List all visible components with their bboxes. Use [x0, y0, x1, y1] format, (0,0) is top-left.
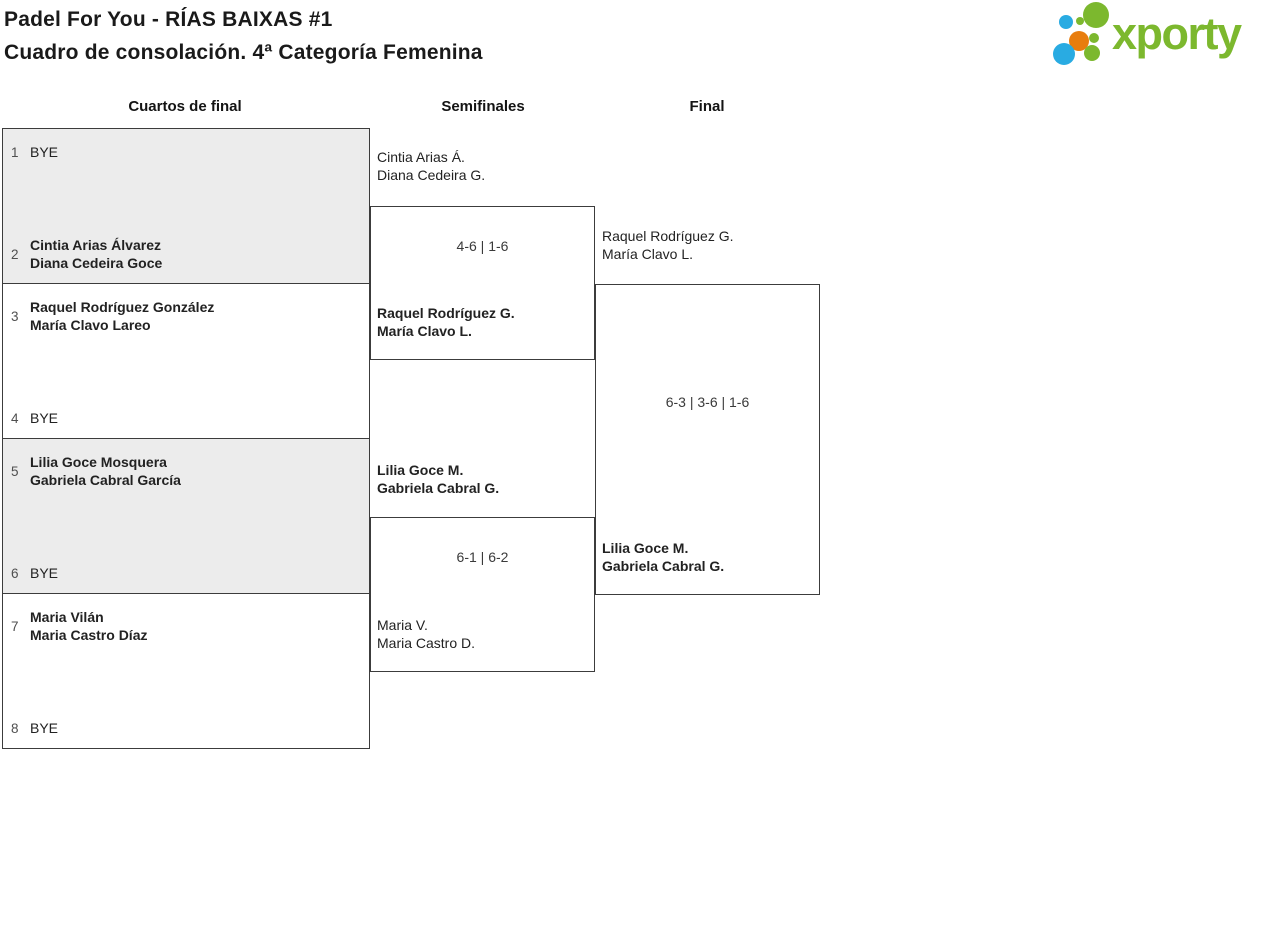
logo-dot-blue-large-icon [1053, 43, 1075, 65]
qf-match-2: 3 Raquel Rodríguez González María Clavo … [2, 283, 370, 439]
player-line: Gabriela Cabral García [30, 472, 181, 488]
player-line: Cintia Arias Álvarez [30, 237, 161, 253]
tournament-name: Padel For You - RÍAS BAIXAS #1 [4, 8, 333, 31]
xporty-logo-text: xporty [1112, 8, 1242, 59]
player-line: Raquel Rodríguez G. [377, 305, 515, 321]
round-header-cuartos-de-final: Cuartos de final [128, 98, 242, 115]
player-line: Gabriela Cabral G. [377, 480, 500, 496]
player-line: María Clavo L. [377, 323, 472, 339]
logo-dot-green-tiny-icon [1076, 17, 1084, 25]
bracket-subtitle: Cuadro de consolación. 4ª Categoría Feme… [4, 41, 483, 64]
player-line: Maria Vilán [30, 609, 104, 625]
player-line: Lilia Goce M. [602, 540, 689, 556]
team-entry: 5 Lilia Goce Mosquera Gabriela Cabral Ga… [11, 453, 361, 489]
sf2-bottom-team-label: Maria V. Maria Castro D. [377, 616, 475, 652]
seed-number: 3 [11, 308, 19, 324]
final-match [595, 284, 820, 595]
team-entry: 7 Maria Vilán Maria Castro Díaz [11, 608, 361, 644]
player-line: María Clavo Lareo [30, 317, 151, 333]
final-top-team-label: Raquel Rodríguez G. María Clavo L. [602, 227, 734, 263]
player-line: Maria Castro D. [377, 635, 476, 651]
final-match-score: 6-3 | 3-6 | 1-6 [665, 394, 750, 410]
logo-dot-green-small-icon [1089, 33, 1099, 43]
logo-dot-green-small2-icon [1084, 45, 1100, 61]
logo-dot-green-large-icon [1083, 2, 1109, 28]
team-name: BYE [30, 719, 58, 737]
player-line: BYE [30, 410, 59, 426]
team-name: Maria Vilán Maria Castro Díaz [30, 608, 147, 644]
player-line: Gabriela Cabral G. [602, 558, 725, 574]
player-line: Diana Cedeira Goce [30, 255, 163, 271]
sf-match-1 [370, 206, 595, 360]
bye-entry: 1 BYE [11, 143, 361, 161]
seed-number: 8 [11, 720, 19, 736]
final-bottom-team-label: Lilia Goce M. Gabriela Cabral G. [602, 539, 724, 575]
seed-number: 2 [11, 246, 19, 262]
seed-number: 6 [11, 565, 19, 581]
sf1-match-score: 4-6 | 1-6 [456, 238, 509, 254]
team-name: Lilia Goce Mosquera Gabriela Cabral Garc… [30, 453, 181, 489]
logo-dot-blue-small-icon [1059, 15, 1073, 29]
player-line: Lilia Goce M. [377, 462, 464, 478]
sf1-top-team-label: Cintia Arias Á. Diana Cedeira G. [377, 148, 485, 184]
player-line: Maria Castro Díaz [30, 627, 148, 643]
logo-dot-orange-icon [1069, 31, 1089, 51]
player-line: Diana Cedeira G. [377, 167, 486, 183]
page-title: Padel For You - RÍAS BAIXAS #1 Cuadro de… [4, 3, 483, 69]
sf1-bottom-team-label: Raquel Rodríguez G. María Clavo L. [377, 304, 515, 340]
player-line: Maria V. [377, 617, 428, 633]
sf-match-2 [370, 517, 595, 672]
team-name: BYE [30, 143, 58, 161]
seed-number: 1 [11, 144, 19, 160]
team-name: BYE [30, 409, 58, 427]
seed-number: 4 [11, 410, 19, 426]
seed-number: 7 [11, 618, 19, 634]
team-entry: 2 Cintia Arias Álvarez Diana Cedeira Goc… [11, 236, 361, 272]
sf2-match-score: 6-1 | 6-2 [456, 549, 509, 565]
player-line: BYE [30, 565, 59, 581]
qf-match-3: 5 Lilia Goce Mosquera Gabriela Cabral Ga… [2, 438, 370, 594]
player-line: Lilia Goce Mosquera [30, 454, 167, 470]
team-name: BYE [30, 564, 58, 582]
player-line: BYE [30, 720, 59, 736]
bye-entry: 8 BYE [11, 719, 361, 737]
bye-entry: 6 BYE [11, 564, 361, 582]
player-line: María Clavo L. [602, 246, 694, 262]
player-line: Cintia Arias Á. [377, 149, 465, 165]
round-header-semifinales: Semifinales [441, 98, 525, 115]
player-line: BYE [30, 144, 59, 160]
team-entry: 3 Raquel Rodríguez González María Clavo … [11, 298, 361, 334]
round-header-final: Final [689, 98, 725, 115]
qf-match-1: 1 BYE 2 Cintia Arias Álvarez Diana Cedei… [2, 128, 370, 284]
xporty-logo[interactable]: xporty [1050, 0, 1278, 70]
bye-entry: 4 BYE [11, 409, 361, 427]
sf2-top-team-label: Lilia Goce M. Gabriela Cabral G. [377, 461, 499, 497]
seed-number: 5 [11, 463, 19, 479]
player-line: Raquel Rodríguez G. [602, 228, 734, 244]
team-name: Raquel Rodríguez González María Clavo La… [30, 298, 214, 334]
qf-match-4: 7 Maria Vilán Maria Castro Díaz 8 BYE [2, 593, 370, 749]
team-name: Cintia Arias Álvarez Diana Cedeira Goce [30, 236, 162, 272]
player-line: Raquel Rodríguez González [30, 299, 215, 315]
